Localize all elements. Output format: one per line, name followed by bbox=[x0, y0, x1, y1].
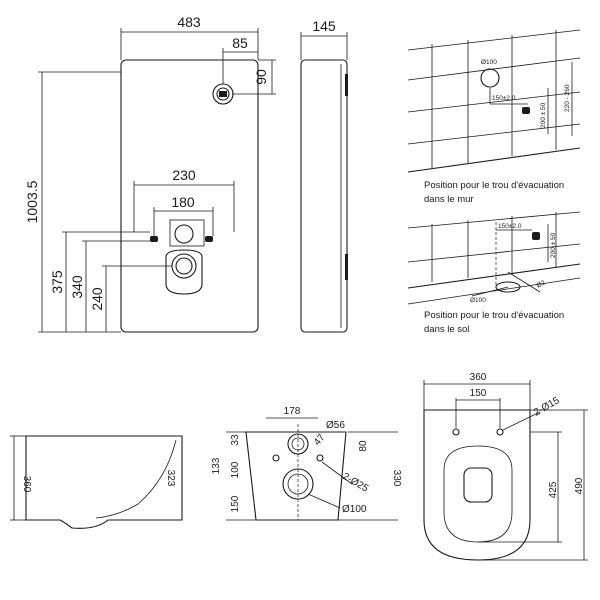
side-profile bbox=[300, 59, 348, 333]
dim-depth: 145 bbox=[312, 18, 336, 34]
bowl-side-curve bbox=[95, 439, 177, 519]
bolt-right bbox=[205, 236, 213, 242]
dim-offset-v: 90 bbox=[253, 69, 269, 85]
dim-425: 425 bbox=[548, 481, 559, 498]
dim-150: 150 bbox=[230, 495, 241, 512]
seat-hole-left bbox=[452, 428, 460, 436]
dim-100: 100 bbox=[230, 461, 241, 478]
bowl-side-height-inner: 323 bbox=[165, 470, 176, 487]
seat-hole-right bbox=[496, 428, 504, 436]
wall-height-range: 220 - 260 bbox=[564, 84, 571, 112]
floor-drain-pipe bbox=[532, 232, 540, 240]
bowl-side-view: 360 323 bbox=[10, 435, 183, 529]
floor-drain-detail: 150±2.0 200 ± 50 Ø100 Ø2 Position pour l… bbox=[407, 211, 581, 335]
floor-wall-grid bbox=[407, 211, 581, 282]
floor-caption-2: dans le sol bbox=[424, 324, 469, 335]
dim-80: 80 bbox=[358, 440, 369, 452]
wall-drain-hole bbox=[480, 68, 500, 88]
dim-178: 178 bbox=[284, 406, 301, 417]
flush-button-inner bbox=[216, 87, 230, 101]
dim-width: 483 bbox=[177, 14, 201, 30]
bowl-top-view: 360 150 2-Ø15 425 490 bbox=[423, 372, 588, 561]
dim-240: 240 bbox=[89, 287, 105, 311]
floor-offset: 150±2.0 bbox=[498, 223, 522, 230]
dim-56: Ø56 bbox=[326, 420, 345, 431]
wall-caption-2: dans le mur bbox=[424, 194, 474, 205]
dim-47: 47 bbox=[312, 432, 328, 448]
wall-drain-pipe bbox=[522, 107, 530, 114]
dim-230: 230 bbox=[172, 167, 196, 183]
drain-outlet-lower-inner bbox=[175, 257, 193, 275]
dim-100-diameter: Ø100 bbox=[342, 504, 367, 515]
side-view: 145 bbox=[300, 18, 348, 333]
dim-holes-25: 2-Ø25 bbox=[341, 471, 371, 495]
side-tab-top bbox=[345, 74, 348, 96]
bowl-back-outline bbox=[245, 431, 347, 521]
dim-340: 340 bbox=[69, 275, 85, 299]
side-tab-bottom bbox=[345, 254, 348, 280]
dim-330: 330 bbox=[391, 470, 402, 487]
wall-hole-diameter: Ø100 bbox=[481, 59, 497, 66]
dim-360: 360 bbox=[470, 372, 487, 383]
bowl-top-inner bbox=[443, 445, 513, 543]
pan-connector bbox=[165, 249, 203, 295]
bowl-back-view: 178 Ø56 47 33 80 133 100 150 330 2-Ø25 Ø… bbox=[211, 406, 402, 521]
bowl-opening bbox=[463, 467, 493, 503]
dim-180: 180 bbox=[171, 194, 195, 210]
floor-caption-1: Position pour le trou d'évacuation bbox=[424, 310, 564, 321]
flush-button-core bbox=[219, 91, 227, 97]
floor-drain-hole bbox=[495, 281, 521, 293]
bolt-left bbox=[150, 236, 158, 242]
mounting-bracket bbox=[169, 219, 205, 247]
dim-490: 490 bbox=[574, 477, 585, 494]
wall-grid bbox=[407, 29, 581, 168]
bowl-top-outline bbox=[423, 409, 531, 561]
floor-height-small: 200 ± 50 bbox=[550, 232, 557, 258]
wall-height-small: 200 ± 50 bbox=[540, 102, 547, 128]
bowl-side-height-total: 360 bbox=[21, 476, 32, 493]
fixing-hole-right bbox=[316, 454, 324, 462]
wall-offset: 150±2.0 bbox=[492, 95, 516, 102]
front-view: 483 85 90 1003.5 375 340 240 230 bbox=[24, 14, 276, 333]
wall-caption-1: Position pour le trou d'évacuation bbox=[424, 180, 564, 191]
floor-pipe-label: Ø2 bbox=[536, 279, 547, 290]
wall-drain-detail: Ø100 150±2.0 200 ± 50 220 - 260 Position… bbox=[407, 29, 581, 205]
fixing-hole-left bbox=[272, 454, 280, 462]
floor-diameter: Ø100 bbox=[470, 297, 486, 304]
drain-outlet-upper bbox=[174, 224, 194, 244]
dim-holes-15: 2-Ø15 bbox=[532, 395, 562, 419]
dim-offset-h: 85 bbox=[232, 35, 248, 51]
panel-outline bbox=[120, 59, 259, 333]
dim-33: 33 bbox=[230, 434, 241, 446]
dim-height: 1003.5 bbox=[24, 180, 40, 223]
dim-133: 133 bbox=[211, 457, 222, 474]
dim-375: 375 bbox=[49, 270, 65, 294]
dim-150-top: 150 bbox=[470, 388, 487, 399]
bowl-side-outline bbox=[25, 435, 183, 529]
